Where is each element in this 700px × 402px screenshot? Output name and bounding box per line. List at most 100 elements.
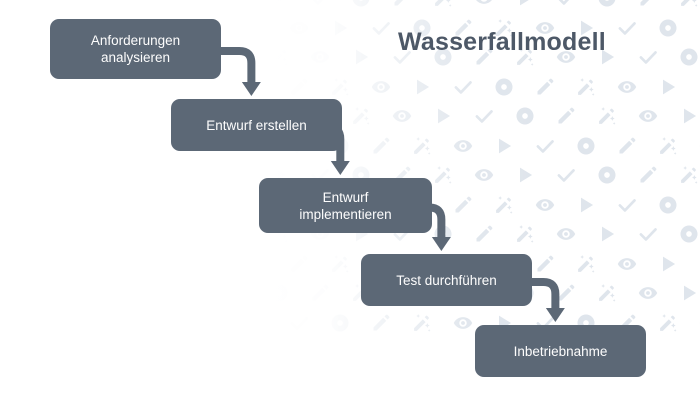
- eye-icon: [474, 0, 494, 8]
- check-icon: [0, 283, 2, 303]
- eye-icon: [125, 77, 145, 97]
- wand-icon: [166, 313, 186, 333]
- wand-icon: [597, 283, 617, 303]
- pencil-icon: [228, 224, 248, 244]
- wand-icon: [105, 106, 125, 126]
- eye-icon: [638, 283, 658, 303]
- circle-icon: [515, 106, 535, 126]
- wand-icon: [679, 0, 699, 8]
- wand-icon: [679, 165, 699, 185]
- check-icon: [207, 77, 227, 97]
- check-icon: [617, 195, 637, 215]
- pencil-icon: [535, 77, 555, 97]
- circle-icon: [84, 136, 104, 156]
- pencil-icon: [453, 195, 473, 215]
- eye-icon: [371, 77, 391, 97]
- pencil-icon: [0, 224, 2, 244]
- process-step-label: Anforderungen analysieren: [90, 33, 181, 65]
- circle-icon: [84, 313, 104, 333]
- pencil-icon: [228, 47, 248, 67]
- pencil-icon: [371, 313, 391, 333]
- pencil-icon: [43, 77, 63, 97]
- play-icon: [330, 18, 350, 38]
- wand-icon: [494, 195, 514, 215]
- process-step-box-3[interactable]: Entwurf implementieren: [259, 178, 432, 233]
- eye-icon: [0, 0, 2, 8]
- pencil-icon: [556, 283, 576, 303]
- wand-icon: [105, 283, 125, 303]
- pencil-icon: [289, 77, 309, 97]
- eye-icon: [64, 224, 84, 244]
- check-icon: [125, 195, 145, 215]
- circle-icon: [330, 313, 350, 333]
- eye-icon: [228, 165, 248, 185]
- process-step-box-1[interactable]: Anforderungen analysieren: [50, 19, 221, 79]
- pencil-icon: [474, 224, 494, 244]
- wand-icon: [84, 77, 104, 97]
- pencil-icon: [125, 313, 145, 333]
- eye-icon: [453, 313, 473, 333]
- pencil-icon: [392, 0, 412, 8]
- eye-icon: [638, 106, 658, 126]
- check-icon: [289, 313, 309, 333]
- pencil-icon: [310, 283, 330, 303]
- pencil-icon: [371, 136, 391, 156]
- check-icon: [638, 47, 658, 67]
- wand-icon: [433, 165, 453, 185]
- play-icon: [515, 165, 535, 185]
- pencil-icon: [64, 106, 84, 126]
- circle-icon: [23, 283, 43, 303]
- pencil-icon: [556, 106, 576, 126]
- eye-icon: [207, 313, 227, 333]
- play-icon: [166, 77, 186, 97]
- circle-icon: [433, 224, 453, 244]
- pencil-icon: [146, 165, 166, 185]
- play-icon: [679, 283, 699, 303]
- circle-icon: [597, 165, 617, 185]
- eye-icon: [535, 195, 555, 215]
- circle-icon: [2, 77, 22, 97]
- wand-icon: [187, 165, 207, 185]
- wand-icon: [351, 106, 371, 126]
- circle-icon: [658, 195, 678, 215]
- circle-icon: [576, 136, 596, 156]
- wand-icon: [412, 313, 432, 333]
- play-icon: [515, 0, 535, 8]
- process-step-box-4[interactable]: Test durchführen: [361, 254, 532, 306]
- eye-icon: [617, 77, 637, 97]
- process-step-box-5[interactable]: Inbetriebnahme: [475, 325, 646, 377]
- wand-icon: [515, 224, 535, 244]
- check-icon: [64, 0, 84, 8]
- pencil-icon: [617, 136, 637, 156]
- wand-icon: [576, 254, 596, 274]
- play-icon: [269, 0, 289, 8]
- connector-line-1: [219, 47, 256, 83]
- pencil-icon: [0, 47, 2, 67]
- circle-icon: [23, 106, 43, 126]
- wand-icon: [433, 0, 453, 8]
- circle-icon: [494, 77, 514, 97]
- play-icon: [84, 195, 104, 215]
- check-icon: [371, 18, 391, 38]
- eye-icon: [0, 165, 2, 185]
- play-icon: [23, 0, 43, 8]
- pencil-icon: [43, 254, 63, 274]
- play-icon: [2, 313, 22, 333]
- circle-icon: [679, 47, 699, 67]
- play-icon: [658, 254, 678, 274]
- process-step-box-2[interactable]: Entwurf erstellen: [171, 99, 342, 151]
- wand-icon: [330, 254, 350, 274]
- connector-arrowhead-3: [431, 237, 451, 251]
- circle-icon: [166, 195, 186, 215]
- circle-icon: [679, 224, 699, 244]
- process-step-label: Entwurf erstellen: [206, 117, 307, 133]
- check-icon: [638, 224, 658, 244]
- wand-icon: [23, 47, 43, 67]
- eye-icon: [146, 106, 166, 126]
- play-icon: [187, 283, 207, 303]
- play-icon: [105, 224, 125, 244]
- check-icon: [43, 136, 63, 156]
- eye-icon: [43, 195, 63, 215]
- wand-icon: [84, 254, 104, 274]
- play-icon: [433, 106, 453, 126]
